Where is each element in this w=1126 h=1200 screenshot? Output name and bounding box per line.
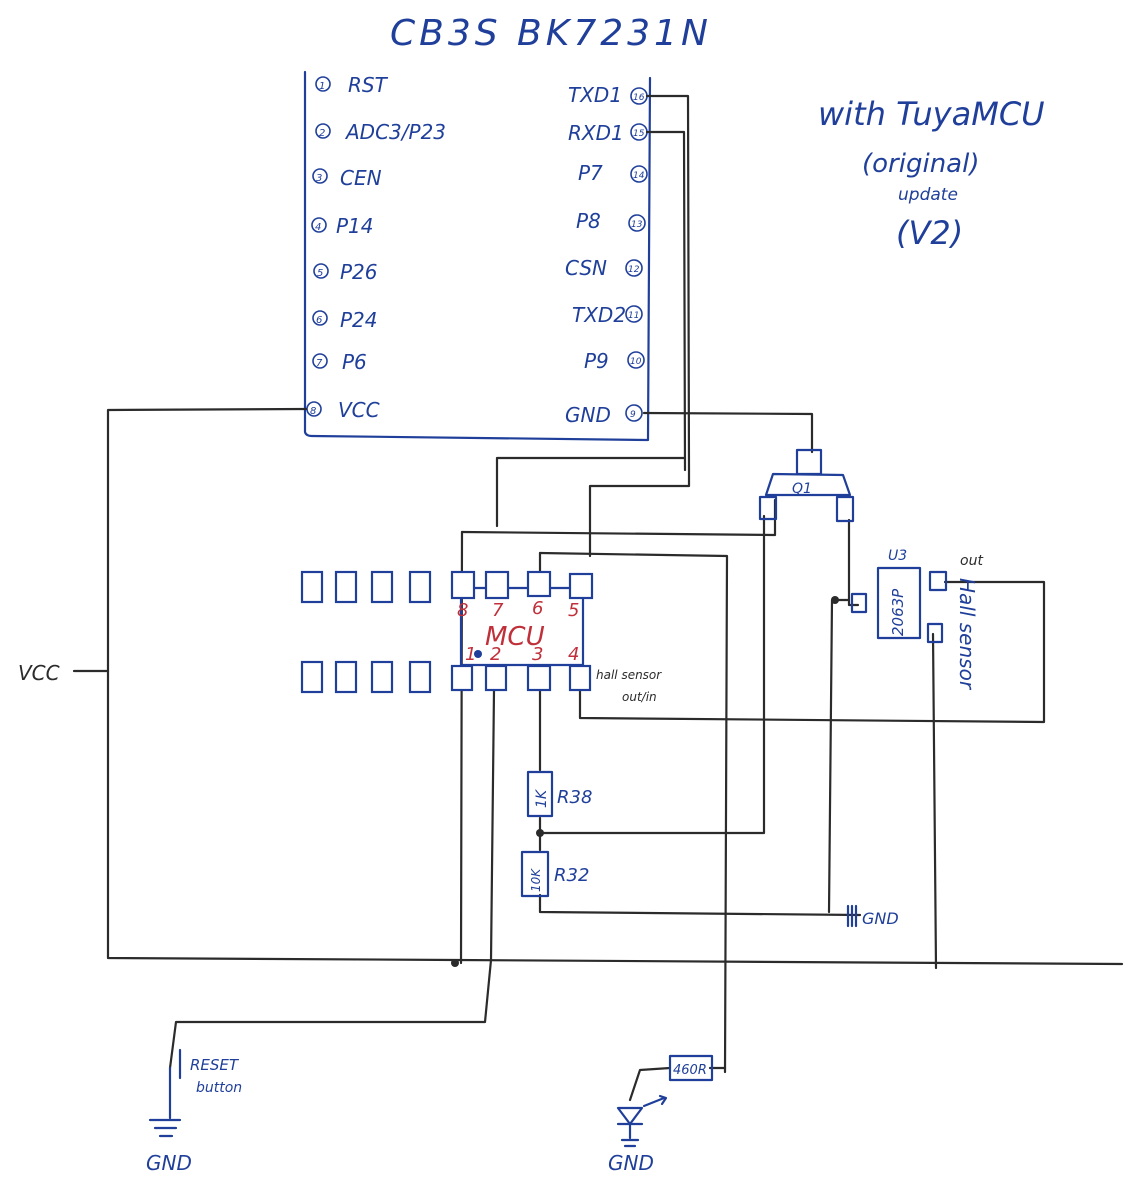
mcu-pin-number: 5 [568,600,579,621]
reset-label: RESET [190,1056,240,1074]
module-pin-label: GND [565,403,611,427]
pin1-marker [474,650,482,658]
module-pin-number: 2 [319,128,325,139]
led: GND [608,1094,668,1175]
module-pin-label: TXD2 [572,303,626,327]
hall-part: 2063P [889,588,907,636]
module-pin-label: VCC [338,398,380,422]
module-pin-label: P14 [336,214,374,238]
module-pin-number: 4 [315,222,321,233]
schematic-title: CB3S BK7231N [390,13,712,54]
module-pin-number: 1 [319,81,325,92]
module-pin-label: TXD1 [568,83,622,107]
gnd-left-label: GND [146,1151,192,1175]
resistor-value: 460R [673,1063,707,1078]
transistor-q1: Q1 [758,448,855,523]
gnd-mid-symbol: GND [846,904,899,928]
mcu-pin-number: 3 [532,644,543,665]
mcu-pin-number: 6 [532,598,543,619]
resistor-value: 1K [534,788,550,808]
mcu-pin-number: 7 [492,600,504,621]
module-pin-number: 13 [631,220,643,230]
module-pin-number: 16 [633,93,645,103]
module-pin-number: 10 [630,357,642,367]
mcu-pin4-note: out/in [622,690,657,704]
module-pin-number: 15 [633,129,645,139]
module-pin-label: P24 [340,308,378,332]
module-pin-label: P6 [342,350,367,374]
resistors: 1K R38 10K R32 460R [520,770,714,1082]
module-left-pins: 1 RST 2 ADC3/P23 3 CEN 4 P14 5 P26 6 P24… [306,73,446,422]
module-pin-number: 3 [316,173,322,184]
module-pin-label: P9 [584,349,609,373]
module-pin-label: CEN [340,166,382,190]
module-pin-label: RST [348,73,389,97]
resistor-ref: R32 [554,865,589,886]
reset-label: button [196,1080,242,1096]
mcu-pin-number: 2 [490,644,501,665]
module-pin-label: ADC3/P23 [344,120,446,144]
wiring [72,94,1124,1102]
hall-ref: U3 [888,548,907,564]
module-pin-label: P8 [576,209,601,233]
resistor-ref: R38 [557,787,592,808]
mcu-pin4-note: hall sensor [596,668,662,682]
gnd-mid-label: GND [862,909,899,928]
module-pin-number: 14 [633,171,645,181]
mcu-pin-number: 1 [465,644,476,665]
note-line-3: update [898,185,958,205]
note-line-2: (original) [862,149,979,179]
module-pin-label: RXD1 [568,121,624,145]
module-pin-number: 6 [316,315,322,326]
resistor-value: 10K [529,868,543,892]
mcu-pin-number: 8 [457,600,468,621]
module-pin-number: 7 [316,358,323,369]
module-pin-number: 12 [628,265,640,275]
note-line-4: (V2) [896,214,963,252]
reset-button: RESET button GND [146,1048,242,1175]
module-pin-number: 11 [628,311,639,321]
note-line-1: with TuyaMCU [818,95,1045,133]
revision-note: with TuyaMCU (original) update (V2) [818,95,1045,252]
module-pin-number: 8 [310,406,316,417]
module-right-pins: TXD1 16 RXD1 15 P7 14 P8 13 CSN 12 TXD2 … [565,83,648,427]
vcc-label: VCC [18,661,60,685]
module-pin-label: P7 [578,161,603,185]
hall-sensor-label: Hall sensor [955,578,979,691]
mcu-label: MCU [485,622,545,652]
mcu-chip: 8 7 6 5 1 2 3 4 MCU hall sensor out/in [300,570,662,704]
mcu-pin-number: 4 [568,644,579,665]
gnd-right-label: GND [608,1151,654,1175]
module-pin-label: P26 [340,260,378,284]
hall-out-label: out [960,553,983,569]
cb3s-module [303,70,652,442]
module-pin-number: 9 [630,410,636,420]
module-pin-label: CSN [565,256,607,280]
module-pin-number: 5 [317,268,323,279]
q1-label: Q1 [792,481,812,497]
hall-sensor-u3: U3 2063P out Hall sensor [850,548,983,691]
